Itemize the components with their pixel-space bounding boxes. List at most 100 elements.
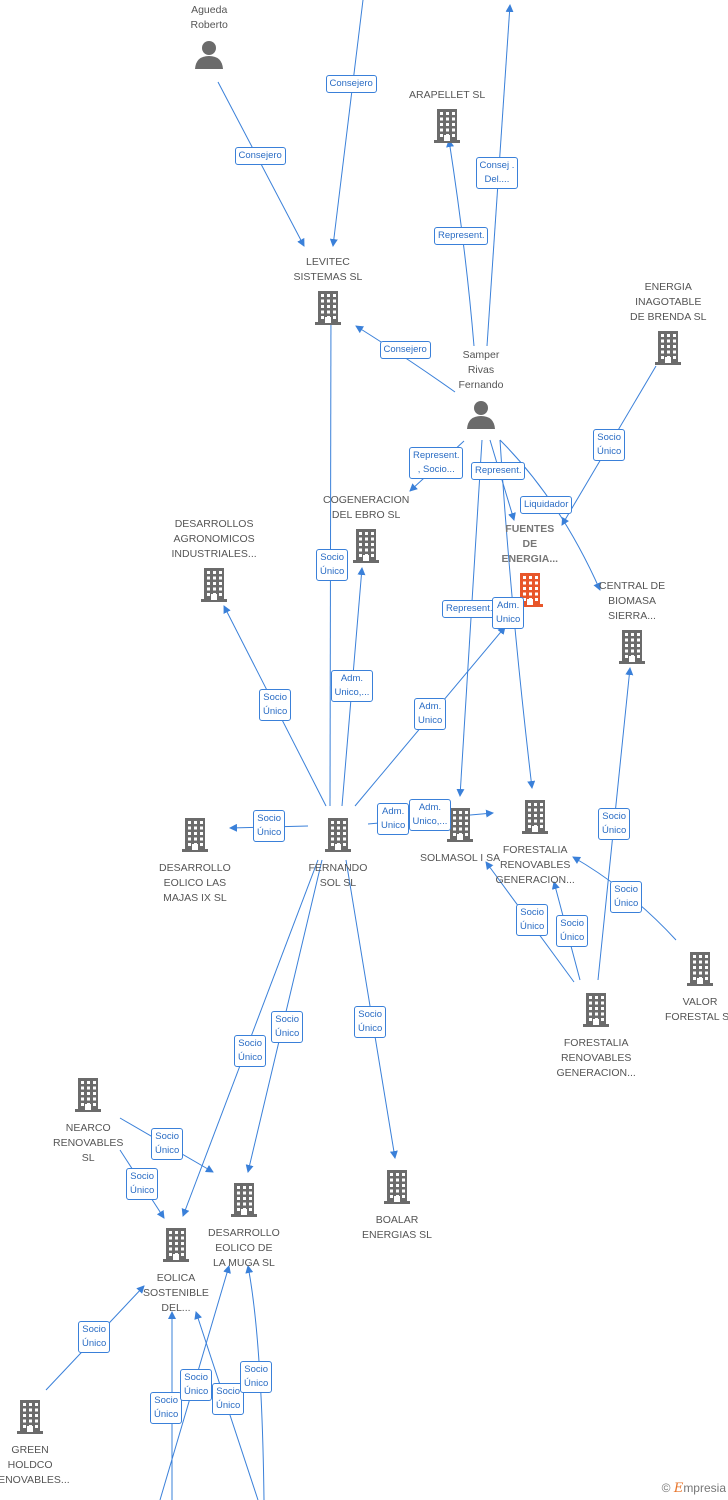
edge-line-8 xyxy=(489,439,516,521)
building-icon xyxy=(323,529,409,568)
building-icon xyxy=(557,993,636,1032)
building-icon xyxy=(208,1183,280,1222)
building-icon xyxy=(309,818,368,857)
relation-label[interactable]: Represent. xyxy=(471,462,526,480)
relation-label[interactable]: Liquidador xyxy=(520,496,573,514)
edge-line-14 xyxy=(456,439,483,797)
node-label: PerezAguedaRoberto xyxy=(190,0,228,31)
brand-initial: E xyxy=(673,1481,684,1496)
node-solmasol[interactable]: SOLMASOL I SA xyxy=(420,808,500,866)
edge-line-4 xyxy=(446,139,475,347)
person-icon xyxy=(459,399,504,434)
relation-label[interactable]: Consej .Del.... xyxy=(475,157,519,189)
building-icon xyxy=(665,952,728,991)
relation-label[interactable]: Adm.Unico,... xyxy=(408,799,452,831)
relation-label[interactable]: Adm.Unico xyxy=(414,698,447,730)
building-icon xyxy=(630,331,706,370)
relation-label[interactable]: Represent., Socio... xyxy=(409,447,464,479)
node-label: GREENHOLDCORENOVABLES... xyxy=(0,1444,70,1486)
building-icon xyxy=(294,291,363,330)
relation-label[interactable]: Adm.Unico xyxy=(377,803,410,835)
building-icon xyxy=(0,1400,70,1439)
building-icon xyxy=(502,573,559,612)
relation-label[interactable]: Consejero xyxy=(379,341,431,359)
node-label: SOLMASOL I SA xyxy=(420,852,501,864)
relation-label[interactable]: Represent. xyxy=(442,600,497,618)
building-icon xyxy=(362,1170,432,1209)
building-icon xyxy=(172,568,257,607)
relation-label[interactable]: Consejero xyxy=(325,75,377,93)
brand-logo: © Empresia xyxy=(662,1481,726,1496)
node-green[interactable]: GREENHOLDCORENOVABLES... xyxy=(0,1400,70,1488)
relation-label[interactable]: Adm.Unico,... xyxy=(330,670,374,702)
relation-label[interactable]: Adm.Unico xyxy=(492,597,525,629)
building-icon xyxy=(409,109,485,148)
building-icon xyxy=(599,630,665,669)
relation-label[interactable]: Consejero xyxy=(234,147,286,165)
building-icon xyxy=(159,818,231,857)
building-icon xyxy=(143,1228,209,1267)
copyright-symbol: © xyxy=(661,1481,671,1495)
edge-line-5 xyxy=(355,325,456,393)
building-icon xyxy=(53,1078,123,1117)
relation-label[interactable]: Represent. xyxy=(434,227,489,245)
building-icon xyxy=(420,808,500,847)
node-label: ARAPELLET SL xyxy=(409,89,486,101)
building-icon xyxy=(496,800,575,839)
brand-text: mpresia xyxy=(683,1481,726,1495)
person-icon xyxy=(191,39,228,74)
node-arapellet[interactable]: ARAPELLET SL xyxy=(409,88,485,148)
node-perez[interactable]: PerezAguedaRoberto xyxy=(191,0,228,74)
